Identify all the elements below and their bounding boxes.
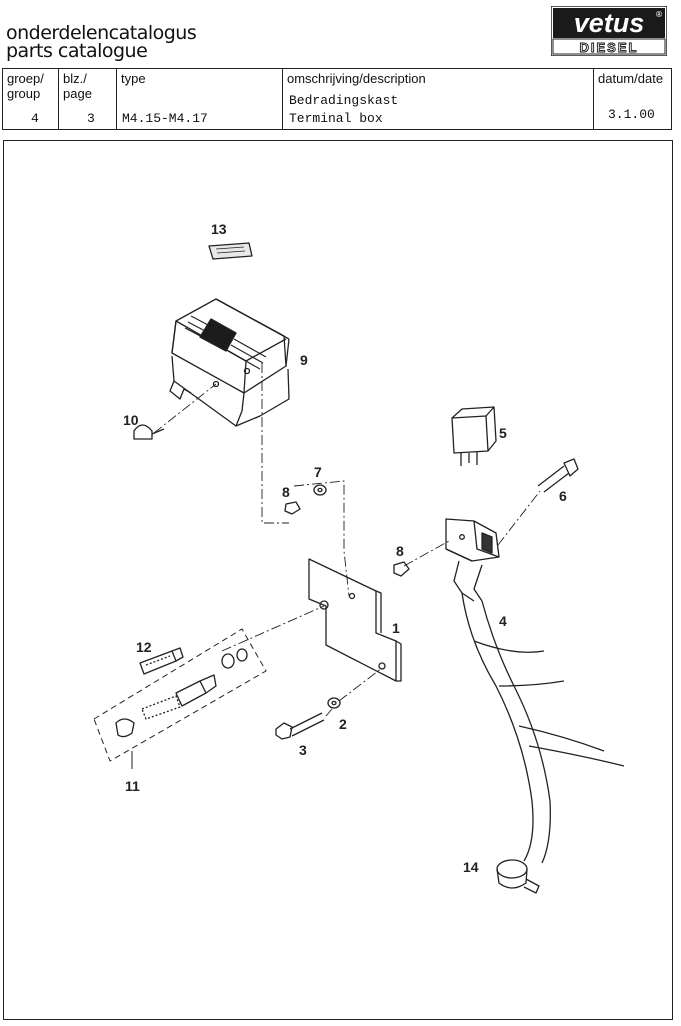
page-label-nl: blz./ <box>63 71 87 86</box>
assembly-center-lines <box>153 363 541 717</box>
type-label: type <box>121 71 146 86</box>
callout-9: 9 <box>300 352 308 368</box>
part-6-bolt <box>537 458 579 493</box>
page-value: 3 <box>87 111 95 126</box>
part-8-nut-upper <box>284 501 301 515</box>
logo-vetus-text: vetus <box>574 8 645 38</box>
terminal-box-diagram: 13 9 10 5 7 8 6 8 4 1 12 2 3 11 14 <box>93 221 625 894</box>
part-8-nut-right <box>393 561 410 577</box>
type-value: M4.15-M4.17 <box>122 111 208 126</box>
part-2-washer <box>327 697 341 709</box>
part-4-wiring-loom <box>445 518 625 864</box>
description-en: Terminal box <box>289 111 383 126</box>
catalogue-info-table: groep/ group 4 blz./ page 3 type M4.15-M… <box>2 68 672 130</box>
part-1-mounting-plate <box>308 558 402 682</box>
page-cell: blz./ page 3 <box>59 69 117 129</box>
type-cell: type M4.15-M4.17 <box>117 69 283 129</box>
vetus-diesel-logo: vetus ® DIESEL <box>551 6 667 56</box>
date-label: datum/date <box>598 71 664 86</box>
callout-5: 5 <box>499 425 507 441</box>
group-value: 4 <box>31 111 39 126</box>
description-cell: omschrijving/description Bedradingskast … <box>283 69 594 129</box>
date-value: 3.1.00 <box>608 107 655 122</box>
callout-2: 2 <box>339 716 347 732</box>
callout-4: 4 <box>499 613 507 629</box>
catalogue-title: onderdelencatalogus parts catalogue <box>6 22 197 62</box>
description-nl: Bedradingskast <box>289 93 399 108</box>
callout-8-right: 8 <box>396 543 404 559</box>
group-label-en: group <box>7 86 41 101</box>
part-7-washer <box>313 484 327 496</box>
group-cell: groep/ group 4 <box>3 69 59 129</box>
group-label-nl: groep/ <box>7 71 44 86</box>
part-13-label-sticker <box>208 242 253 260</box>
callout-14: 14 <box>463 859 479 875</box>
catalogue-title-nl: onderdelencatalogus <box>6 22 197 44</box>
part-5-relay <box>451 406 497 466</box>
callout-11: 11 <box>125 778 140 794</box>
catalogue-title-en: parts catalogue <box>6 40 148 62</box>
logo-diesel-text: DIESEL <box>580 40 639 55</box>
callout-7: 7 <box>314 464 322 480</box>
callout-8-upper: 8 <box>282 484 290 500</box>
exploded-parts-drawing: 13 9 10 5 7 8 6 8 4 1 12 2 3 11 14 <box>3 140 673 1020</box>
callout-12: 12 <box>136 639 152 655</box>
description-label: omschrijving/description <box>287 71 426 86</box>
part-3-bolt <box>275 712 325 740</box>
callout-6: 6 <box>559 488 567 504</box>
callout-13: 13 <box>211 221 227 237</box>
date-cell: datum/date 3.1.00 <box>594 69 670 129</box>
group-label: groep/ group <box>7 71 44 101</box>
logo-registered-mark: ® <box>655 10 663 19</box>
part-12-fuse <box>139 647 184 675</box>
callout-1: 1 <box>392 620 400 636</box>
callout-3: 3 <box>299 742 307 758</box>
part-14-cable-clamp <box>496 859 540 894</box>
part-11-fuse-holder <box>93 628 267 762</box>
page-label-en: page <box>63 86 92 101</box>
part-9-terminal-box-cover <box>169 298 290 427</box>
page-label: blz./ page <box>63 71 92 101</box>
callout-10: 10 <box>123 412 139 428</box>
part-10-cap-nut <box>133 424 165 440</box>
